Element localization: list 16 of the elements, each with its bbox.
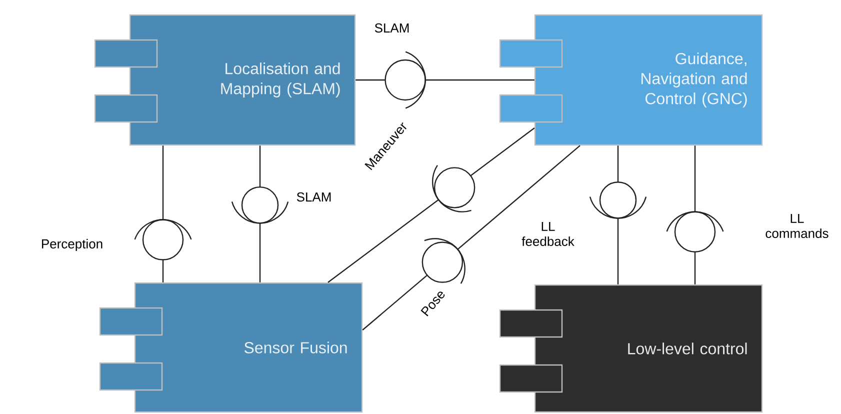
ball-and-socket-connector <box>231 146 289 282</box>
interface-label: LL feedback <box>522 222 574 246</box>
ball-and-socket-connector <box>666 146 724 284</box>
ball-and-socket-connector <box>356 51 534 109</box>
component-box: Guidance, Navigation and Control (GNC) <box>499 14 763 146</box>
component-box: Sensor Fusion <box>99 282 363 413</box>
interface-label: SLAM <box>374 23 409 33</box>
interface-label: LL commands <box>766 214 828 238</box>
ball-and-socket-connector <box>328 128 535 283</box>
ball-and-socket-connector <box>134 146 192 282</box>
ball-and-socket-connector <box>589 146 647 284</box>
component-box: Localisation and Mapping (SLAM) <box>94 14 356 146</box>
interface-label: SLAM <box>296 192 331 202</box>
component-box: Low-level control <box>499 284 763 413</box>
ball-and-socket-connector <box>362 145 580 330</box>
interface-label: Perception <box>42 238 102 252</box>
